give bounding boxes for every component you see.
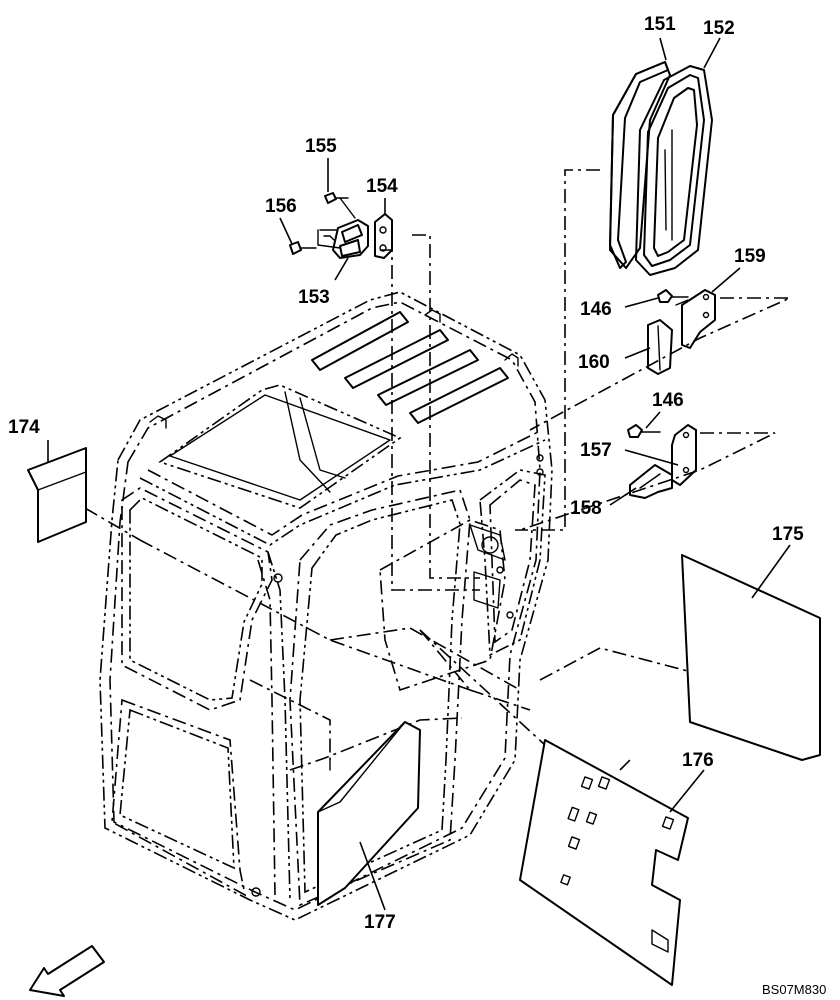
drawing-code: BS07M830 xyxy=(762,982,826,997)
callout-157: 157 xyxy=(580,440,612,461)
bracket-159 xyxy=(675,289,716,349)
callout-176: 176 xyxy=(682,750,714,771)
callout-156: 156 xyxy=(265,196,297,217)
callout-151: 151 xyxy=(644,14,676,35)
window-seal-152 xyxy=(635,65,713,276)
callout-146-upper: 146 xyxy=(580,299,612,320)
block-160 xyxy=(647,319,673,375)
callout-152: 152 xyxy=(703,18,735,39)
callout-153: 153 xyxy=(298,287,330,308)
bolt-146-upper xyxy=(657,289,689,303)
front-direction-arrow-icon xyxy=(29,945,105,997)
callout-160: 160 xyxy=(578,352,610,373)
panel-176 xyxy=(519,739,689,986)
callout-177: 177 xyxy=(364,912,396,933)
callout-146-lower: 146 xyxy=(652,390,684,411)
hinge-assembly xyxy=(289,192,393,259)
callout-leaders xyxy=(47,37,791,911)
bolt-146-lower xyxy=(627,424,661,438)
bracket-157 xyxy=(671,424,697,486)
cab-frame xyxy=(99,291,553,921)
callout-155: 155 xyxy=(305,136,337,157)
window-glass-151 xyxy=(609,61,671,269)
block-158 xyxy=(629,464,673,499)
callout-154: 154 xyxy=(366,176,398,197)
assembly-lines xyxy=(84,169,791,771)
callout-158: 158 xyxy=(570,498,602,519)
callout-159: 159 xyxy=(734,246,766,267)
callout-174: 174 xyxy=(8,417,40,438)
callout-175: 175 xyxy=(772,524,804,545)
panel-175 xyxy=(681,554,821,761)
panel-174 xyxy=(27,447,87,543)
panel-177 xyxy=(317,721,421,906)
